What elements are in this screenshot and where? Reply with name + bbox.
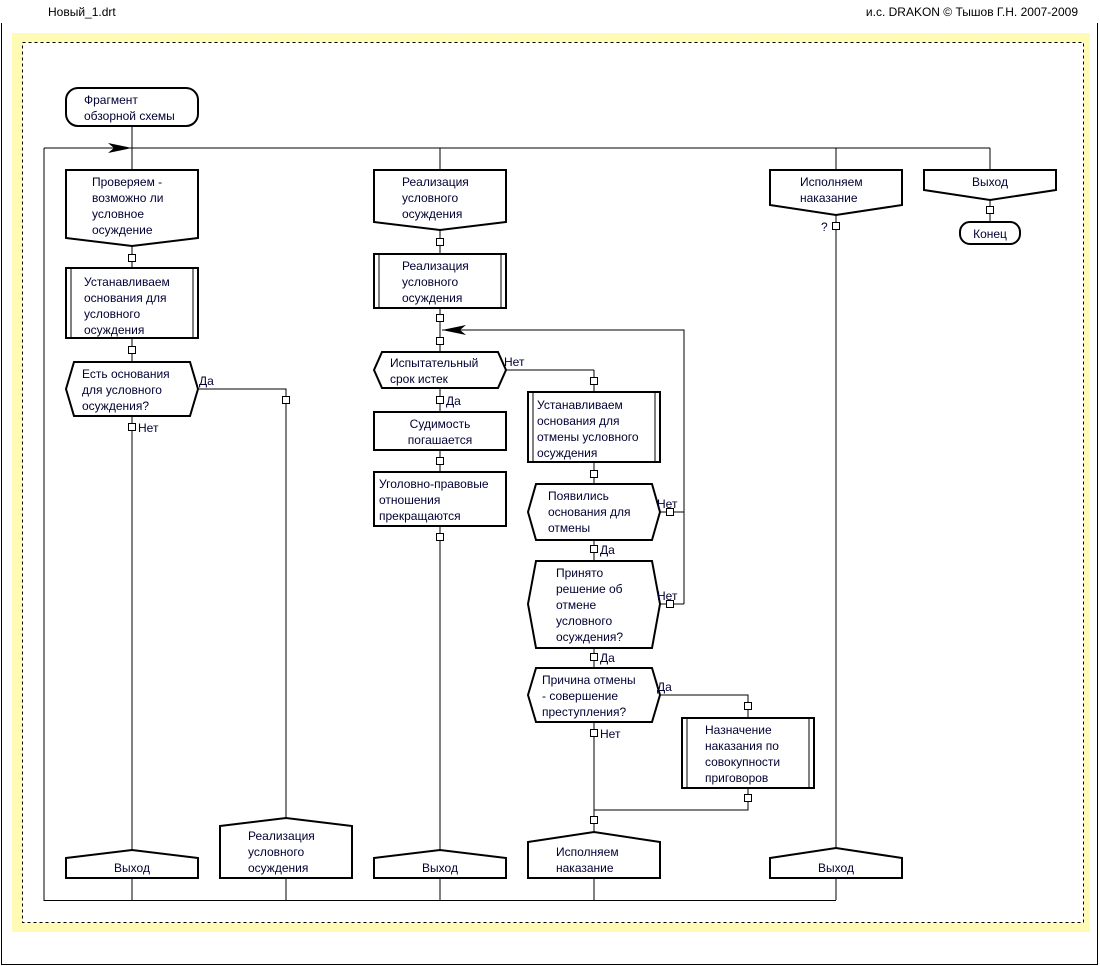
node-text: решение об — [556, 582, 623, 596]
node-text: Появились — [548, 489, 609, 503]
node-text: обзорной схемы — [84, 109, 175, 123]
node-text: Фрагмент — [84, 93, 138, 107]
node-text: основания для — [548, 505, 631, 519]
title-node[interactable]: Фрагмент обзорной схемы — [65, 87, 199, 127]
node-text: Испытательный — [390, 356, 478, 370]
node-text: основания для — [84, 291, 167, 305]
yes-label: Да — [600, 543, 615, 557]
question-reason-crime[interactable]: Причина отмены - совершение преступления… — [526, 667, 662, 723]
node-text: наказание — [800, 191, 858, 205]
exit-node[interactable]: Выход — [65, 848, 199, 879]
node-text: Назначение — [705, 723, 772, 737]
action-establish-cancel-grounds[interactable]: Устанавливаем основания для отмены услов… — [527, 391, 661, 463]
exit-node-execute[interactable]: Исполняем наказание — [527, 830, 661, 879]
no-label: Нет — [657, 589, 678, 603]
node-text: Принято — [556, 566, 603, 580]
node-text: осуждения — [248, 861, 308, 875]
node-text: - совершение — [542, 689, 618, 703]
connection-points — [128, 206, 994, 824]
node-text: наказание — [556, 861, 614, 875]
node-text: Реализация — [402, 259, 469, 273]
node-text: условного — [402, 191, 458, 205]
node-text: Исполняем — [800, 175, 863, 189]
node-text: наказания по — [705, 739, 779, 753]
question-decision-made[interactable]: Принято решение об отмене условного осуж… — [526, 560, 662, 649]
yes-label: Да — [600, 651, 615, 665]
branch-header-check[interactable]: Проверяем - возможно ли условное осужден… — [65, 169, 199, 248]
end-node[interactable]: Конец — [959, 221, 1021, 245]
node-text: Уголовно-правовые — [379, 477, 489, 491]
node-text: Устанавливаем — [537, 398, 623, 412]
node-text: возможно ли — [92, 191, 163, 205]
action-establish-grounds[interactable]: Устанавливаем основания для условного ос… — [65, 267, 199, 339]
node-text: отмены — [548, 521, 590, 535]
node-text: Проверяем - — [92, 175, 162, 189]
exit-node[interactable]: Выход — [373, 848, 507, 879]
node-text: Реализация — [248, 829, 315, 843]
node-text: для условного — [82, 383, 162, 397]
node-text: осуждения? — [556, 630, 623, 644]
question-term-expired[interactable]: Испытательный срок истек — [372, 351, 508, 389]
exit-node[interactable]: Выход — [769, 846, 903, 879]
node-text: отношения — [379, 493, 440, 507]
node-text: преступления? — [542, 705, 626, 719]
node-text: Конец — [973, 227, 1007, 241]
action-cumulative-sentence[interactable]: Назначение наказания по совокупности при… — [681, 717, 815, 789]
node-text: прекращаются — [379, 509, 461, 523]
diagram-area — [22, 42, 1084, 923]
node-text: осуждения — [537, 446, 597, 460]
node-text: Исполняем — [556, 845, 619, 859]
node-text: Судимость — [410, 417, 471, 431]
question-label: ? — [821, 220, 828, 234]
no-label: Нет — [600, 727, 621, 741]
node-text: условного — [248, 845, 304, 859]
node-text: условного — [84, 307, 140, 321]
action-expunged[interactable]: Судимость погашается — [373, 411, 507, 451]
arrow-left-icon — [442, 325, 466, 335]
node-text: условного — [556, 614, 612, 628]
no-label: Нет — [138, 421, 159, 435]
node-text: погашается — [408, 433, 472, 447]
node-text: Выход — [972, 175, 1008, 189]
page-frame — [1, 23, 1098, 965]
node-text: Выход — [114, 861, 150, 875]
action-relations-terminated[interactable]: Уголовно-правовые отношения прекращаются — [373, 471, 507, 527]
node-text: отмене — [556, 598, 596, 612]
node-text: совокупности — [705, 755, 780, 769]
node-text: осуждения — [402, 207, 462, 221]
node-text: осуждения — [84, 323, 144, 337]
node-text: условное — [92, 207, 144, 221]
exit-node-realization[interactable]: Реализация условного осуждения — [219, 816, 353, 879]
no-label: Нет — [657, 497, 678, 511]
node-text: Выход — [422, 861, 458, 875]
node-text: отмены условного — [537, 430, 639, 444]
question-grounds-exist[interactable]: Есть основания для условного осуждения? — [64, 361, 200, 417]
yes-label: Да — [446, 394, 461, 408]
branch-header-exit[interactable]: Выход — [923, 169, 1057, 202]
file-name: Новый_1.drt — [48, 5, 116, 19]
yes-label: Да — [199, 374, 214, 388]
node-text: основания для — [537, 414, 620, 428]
node-text: осуждение — [92, 223, 153, 237]
node-text: условного — [402, 275, 458, 289]
question-grounds-appeared[interactable]: Появились основания для отмены — [526, 483, 662, 541]
no-label: Нет — [504, 355, 525, 369]
arrow-right-icon — [108, 143, 132, 153]
node-text: осуждения? — [82, 399, 149, 413]
branch-header-execute[interactable]: Исполняем наказание — [769, 169, 903, 217]
node-text: Причина отмены — [542, 673, 636, 687]
node-text: срок истек — [390, 372, 449, 386]
branch-header-realization[interactable]: Реализация условного осуждения — [373, 169, 507, 232]
yes-label: Да — [657, 680, 672, 694]
action-realization[interactable]: Реализация условного осуждения — [373, 253, 507, 309]
node-text: Есть основания — [82, 367, 170, 381]
node-text: Устанавливаем — [84, 275, 170, 289]
credit-text: и.с. DRAKON © Тышов Г.Н. 2007-2009 — [866, 5, 1078, 19]
node-text: приговоров — [705, 771, 768, 785]
node-text: Выход — [818, 861, 854, 875]
node-text: осуждения — [402, 291, 462, 305]
node-text: Реализация — [402, 175, 469, 189]
